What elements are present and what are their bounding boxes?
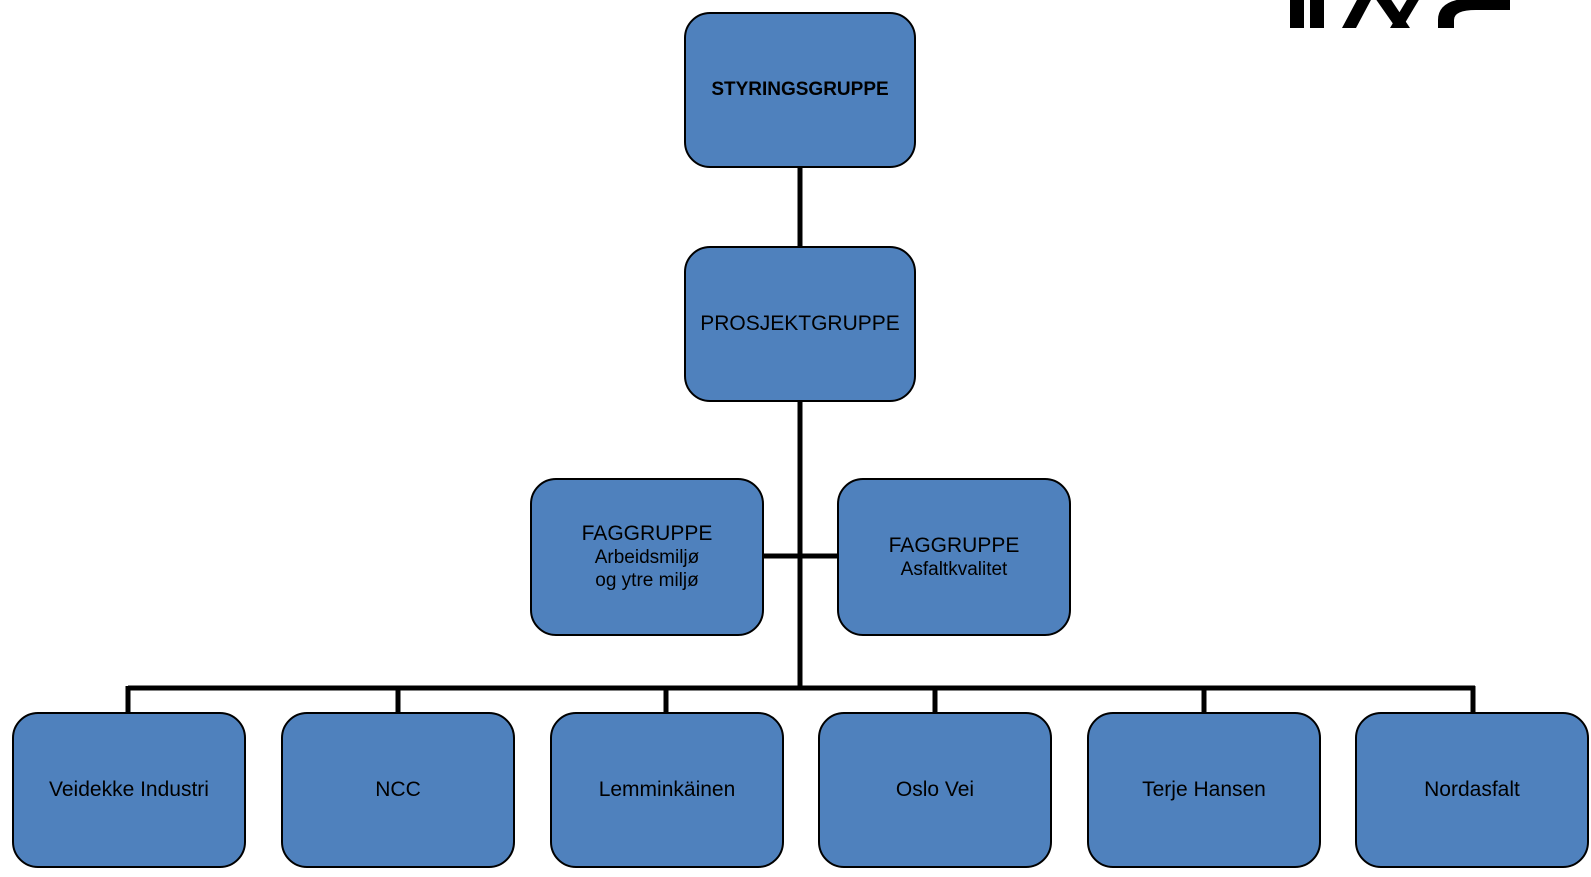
node-company: Nordasfalt (1355, 712, 1589, 868)
node-company-label: Terje Hansen (1142, 778, 1266, 801)
node-faggruppe-left-title: FAGGRUPPE (581, 522, 713, 545)
node-faggruppe-right-line2: Asfaltkvalitet (900, 558, 1008, 580)
node-styringsgruppe-label: STYRINGSGRUPPE (711, 79, 889, 100)
node-company-label: NCC (375, 778, 421, 801)
node-company: Terje Hansen (1087, 712, 1321, 868)
node-faggruppe-arbeidsmiljo: FAGGRUPPE Arbeidsmiljø og ytre miljø (530, 478, 764, 636)
node-faggruppe-left-line2: Arbeidsmiljø (594, 547, 700, 568)
node-company: Veidekke Industri (12, 712, 246, 868)
node-prosjektgruppe-label: PROSJEKTGRUPPE (700, 312, 900, 335)
node-styringsgruppe: STYRINGSGRUPPE (684, 12, 916, 168)
node-faggruppe-asfaltkvalitet: FAGGRUPPE Asfaltkvalitet (837, 478, 1071, 636)
logo (1280, 0, 1591, 28)
node-company-label: Veidekke Industri (49, 778, 209, 801)
node-company: Oslo Vei (818, 712, 1052, 868)
node-prosjektgruppe: PROSJEKTGRUPPE (684, 246, 916, 402)
node-company-label: Nordasfalt (1424, 778, 1520, 801)
node-company: NCC (281, 712, 515, 868)
node-company-label: Lemminkäinen (598, 778, 736, 801)
node-company: Lemminkäinen (550, 712, 784, 868)
node-company-label: Oslo Vei (895, 778, 975, 801)
node-faggruppe-right-title: FAGGRUPPE (888, 533, 1020, 557)
node-faggruppe-left-line3: og ytre miljø (595, 570, 699, 591)
logo-glyphs (1290, 0, 1510, 28)
